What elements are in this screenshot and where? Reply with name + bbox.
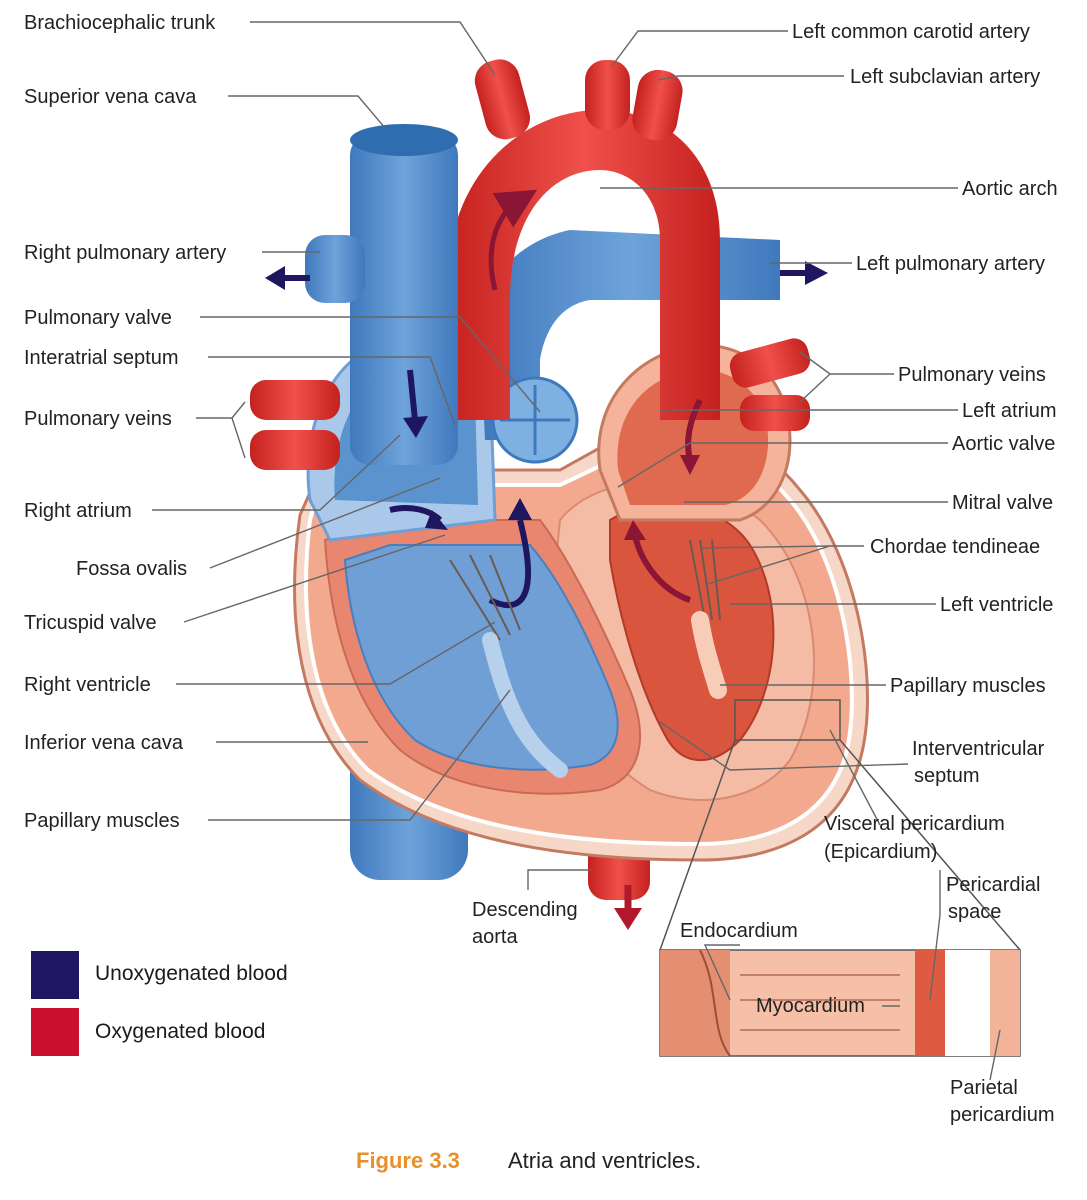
superior-vena-cava — [350, 124, 458, 465]
label-endocardium: Endocardium — [680, 920, 798, 942]
label-pulmonary-valve: Pulmonary valve — [24, 307, 172, 329]
label-descending-aorta-2: aorta — [472, 926, 518, 948]
label-visceral-pericardium-2: (Epicardium) — [824, 841, 938, 863]
label-left-ventricle: Left ventricle — [940, 594, 1054, 616]
label-pulmonary-veins-right: Pulmonary veins — [898, 364, 1046, 386]
right-pulmonary-artery — [265, 235, 365, 303]
label-right-ventricle: Right ventricle — [24, 674, 151, 696]
pulmonary-veins-left — [250, 380, 340, 470]
label-right-pulmonary-artery: Right pulmonary artery — [24, 242, 227, 264]
label-superior-vena-cava: Superior vena cava — [24, 86, 197, 108]
label-interatrial-septum: Interatrial septum — [24, 347, 179, 369]
label-right-atrium: Right atrium — [24, 500, 132, 522]
label-parietal-pericardium-2: pericardium — [950, 1104, 1055, 1126]
left-pulmonary-artery-flow — [780, 261, 828, 285]
label-descending-aorta-1: Descending — [472, 899, 578, 921]
pulmonary-veins-right — [729, 338, 811, 431]
figure-caption: Atria and ventricles. — [508, 1148, 702, 1173]
label-interventricular-septum-2: septum — [914, 765, 980, 787]
label-left-subclavian-artery: Left subclavian artery — [850, 66, 1041, 88]
label-pulmonary-veins-left: Pulmonary veins — [24, 408, 172, 430]
label-left-pulmonary-artery: Left pulmonary artery — [856, 253, 1045, 275]
label-chordae-tendineae: Chordae tendineae — [870, 536, 1041, 558]
label-pericardial-space-2: space — [948, 901, 1002, 923]
label-left-atrium: Left atrium — [962, 400, 1057, 422]
label-visceral-pericardium-1: Visceral pericardium — [824, 813, 1005, 835]
label-papillary-muscles-left: Papillary muscles — [24, 810, 180, 832]
chordae-detail — [449, 539, 721, 641]
label-inferior-vena-cava: Inferior vena cava — [24, 732, 183, 754]
papillary-muscle-left-ventricle — [691, 611, 727, 699]
papillary-muscle-right-ventricle — [482, 632, 568, 778]
label-fossa-ovalis: Fossa ovalis — [76, 558, 188, 580]
right-ventricle — [323, 519, 641, 795]
legend-swatch-unoxygenated — [31, 951, 79, 999]
figure-number: Figure 3.3 — [356, 1148, 460, 1173]
label-aortic-valve: Aortic valve — [952, 433, 1056, 455]
label-interventricular-septum-1: Interventricular — [912, 738, 1045, 760]
leader-lines — [152, 21, 1001, 1081]
label-myocardium: Myocardium — [756, 995, 865, 1017]
label-left-common-carotid-artery: Left common carotid artery — [792, 21, 1030, 43]
legend-label-unoxygenated: Unoxygenated blood — [95, 962, 288, 985]
label-pericardial-space-1: Pericardial — [946, 874, 1041, 896]
legend-label-oxygenated: Oxygenated blood — [95, 1020, 266, 1043]
label-parietal-pericardium-1: Parietal — [950, 1077, 1018, 1099]
label-aortic-arch: Aortic arch — [962, 178, 1058, 200]
flow-arrows — [389, 369, 703, 609]
wall-section-inset — [659, 699, 1021, 1057]
label-tricuspid-valve: Tricuspid valve — [24, 612, 157, 634]
label-brachiocephalic-trunk: Brachiocephalic trunk — [24, 12, 216, 34]
legend-swatch-oxygenated — [31, 1008, 79, 1056]
left-atrium — [597, 343, 792, 522]
label-mitral-valve: Mitral valve — [952, 492, 1054, 514]
label-papillary-muscles-right: Papillary muscles — [890, 675, 1046, 697]
